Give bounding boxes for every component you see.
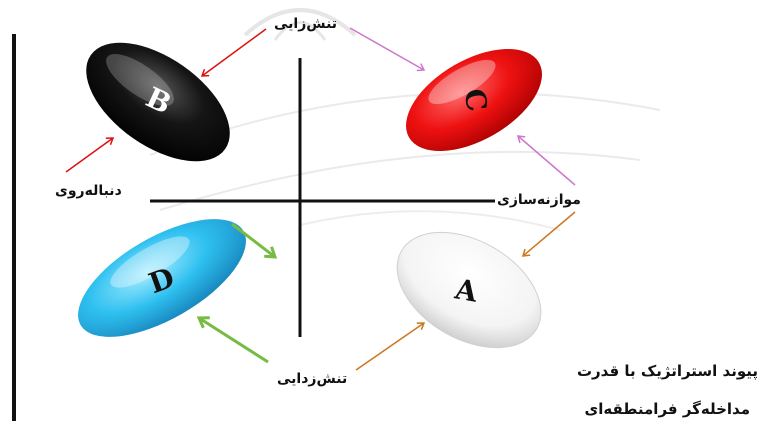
ellipse-b xyxy=(86,42,230,162)
arrow-left-to-b xyxy=(65,137,115,173)
label-bandwagoning: دنباله‌روی xyxy=(55,183,122,199)
arrow-d-to-axis xyxy=(231,222,275,257)
ellipse-a xyxy=(396,231,542,349)
ellipse-b-shine xyxy=(106,53,174,107)
label-tension-raising: تنش‌زایی xyxy=(274,16,338,32)
arrow-bottom-to-d xyxy=(199,318,269,364)
ellipse-d-shine xyxy=(110,236,190,288)
label-balancing: موازنه‌سازی xyxy=(497,192,581,208)
ellipse-c-shine xyxy=(428,59,496,105)
arrow-top-to-b xyxy=(200,28,267,77)
caption-line-2: مداخله‌گر فرامنطقه‌ای xyxy=(584,400,751,418)
ellipse-c xyxy=(406,48,542,152)
arrow-right-to-c xyxy=(516,135,576,186)
arrow-right-to-a xyxy=(521,211,576,257)
caption-line-1: پیوند استراتژیک با قدرت xyxy=(576,362,758,380)
arrow-bottom-to-a xyxy=(355,322,426,371)
label-tension-reduction: تنش‌زدایی xyxy=(277,371,348,387)
ellipse-d xyxy=(78,219,246,337)
arrow-top-to-c xyxy=(349,27,426,72)
